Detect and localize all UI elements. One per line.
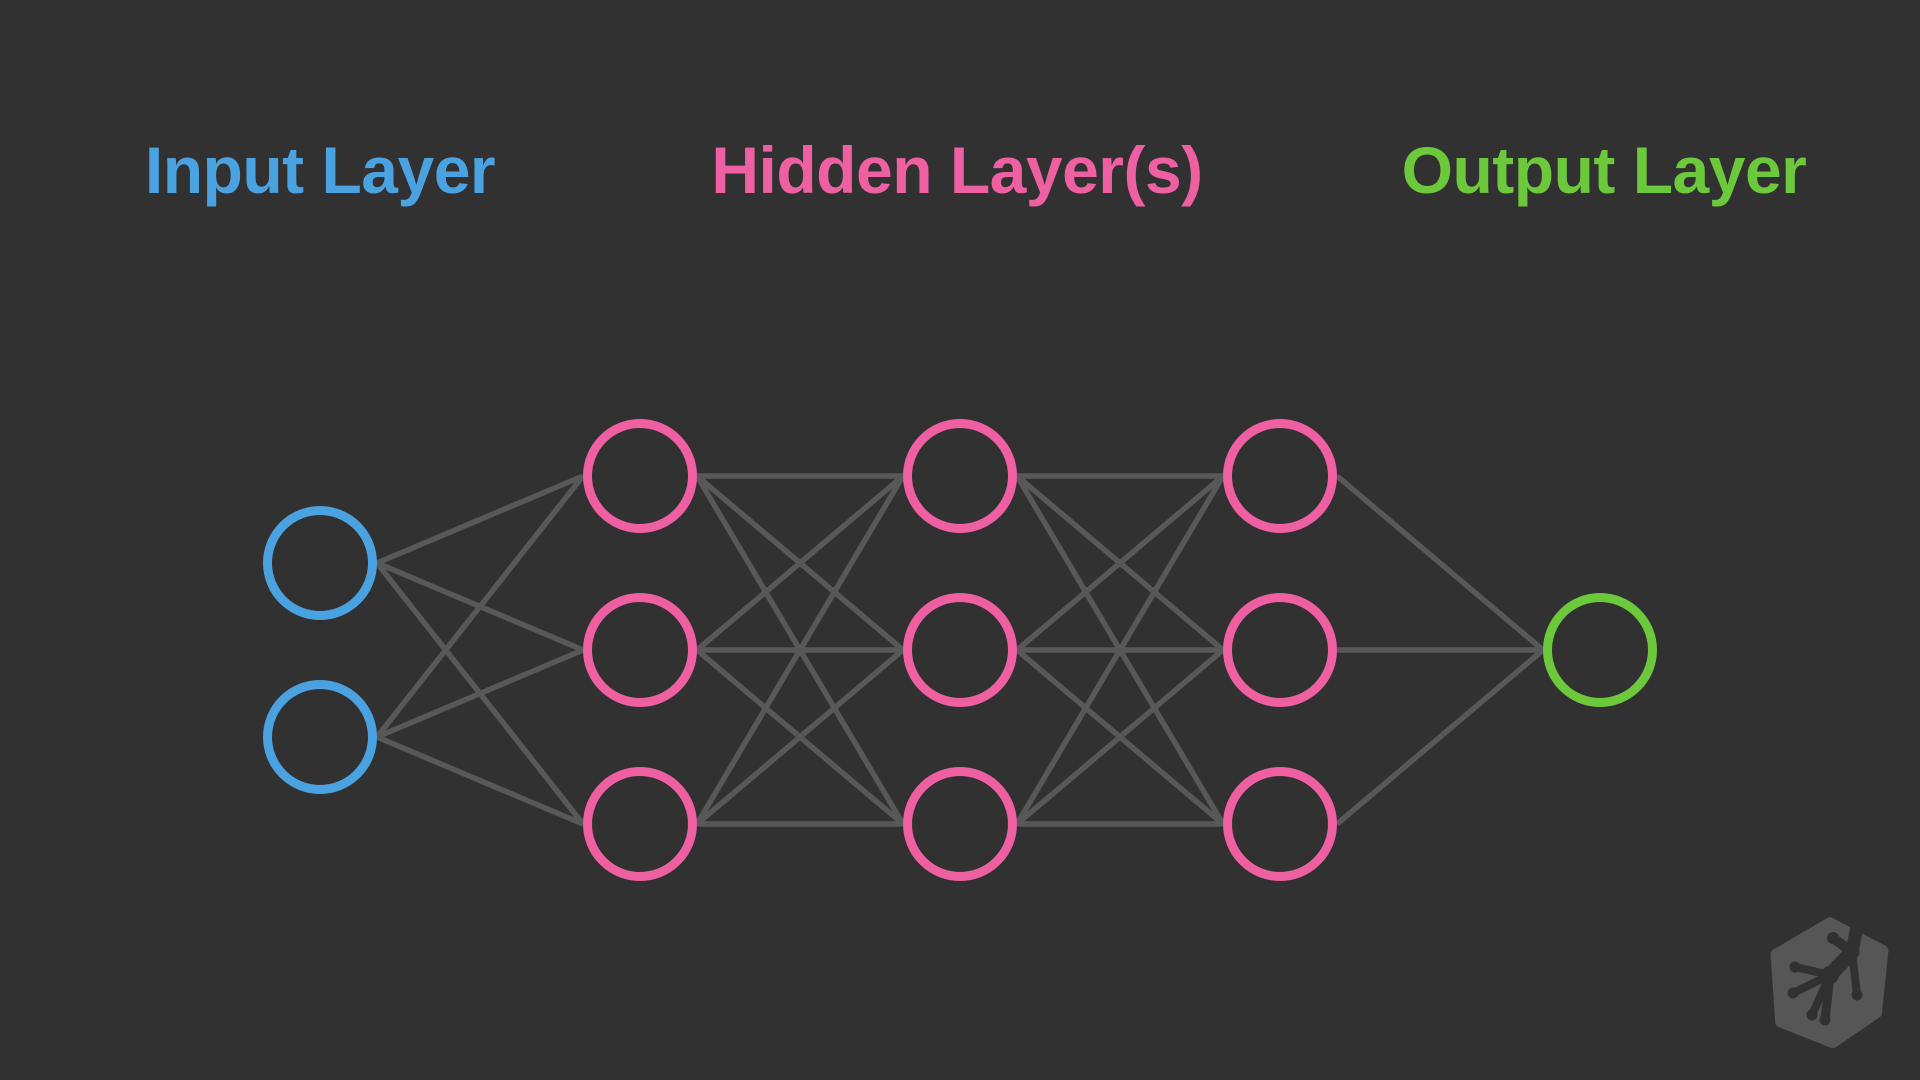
- input-layer-label: Input Layer: [144, 133, 496, 207]
- edge-hidden-3-1-to-output-1: [1335, 473, 1545, 653]
- edge-hidden-2-3-to-hidden-3-2: [1015, 647, 1225, 827]
- treehouse-logo-icon: [1770, 914, 1889, 1048]
- edge-hidden-1-2-to-hidden-2-1: [695, 473, 905, 653]
- hidden-2-node-3: [903, 767, 1017, 881]
- hidden-3-node-1: [1223, 419, 1337, 533]
- input-node-2: [263, 680, 377, 794]
- connection-edges: [374, 473, 1545, 827]
- logo-cutout-tips: [1787, 932, 1863, 1026]
- output-layer-label: Output Layer: [1401, 133, 1807, 207]
- edge-hidden-1-3-to-hidden-2-1: [694, 474, 906, 826]
- edge-input-2-to-hidden-1-3: [375, 734, 585, 827]
- hidden-2-node-1: [903, 419, 1017, 533]
- output-node-1: [1543, 593, 1657, 707]
- hidden-1-node-1: [583, 419, 697, 533]
- hidden-2-node-2: [903, 593, 1017, 707]
- input-node-1: [263, 506, 377, 620]
- edge-input-2-to-hidden-1-2: [375, 647, 585, 740]
- edge-hidden-2-3-to-hidden-3-1: [1014, 474, 1226, 826]
- hidden-3-node-2: [1223, 593, 1337, 707]
- hidden-layer-label: Hidden Layer(s): [711, 133, 1203, 207]
- edge-hidden-3-3-to-output-1: [1335, 647, 1545, 827]
- edge-hidden-1-3-to-hidden-2-2: [695, 647, 905, 827]
- edge-input-1-to-hidden-1-1: [375, 473, 585, 566]
- neuron-nodes: [263, 419, 1657, 881]
- edge-input-2-to-hidden-1-1: [374, 474, 586, 739]
- edge-hidden-2-2-to-hidden-3-1: [1015, 473, 1225, 653]
- hidden-3-node-3: [1223, 767, 1337, 881]
- hidden-1-node-2: [583, 593, 697, 707]
- hidden-1-node-3: [583, 767, 697, 881]
